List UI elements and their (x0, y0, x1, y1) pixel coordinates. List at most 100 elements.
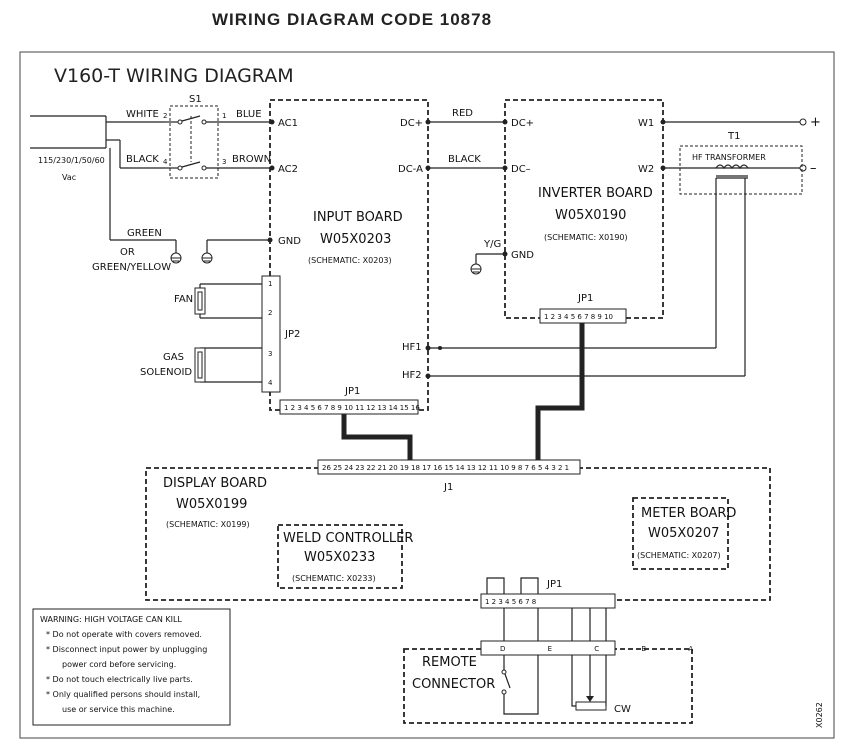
inverter-board-schematic: (SCHEMATIC: X0190) (544, 233, 628, 242)
input-hf1-label: HF1 (402, 342, 422, 353)
remote-wiring (501, 608, 607, 715)
wire-white-label: WHITE (126, 109, 159, 120)
input-board-schematic: (SCHEMATIC: X0203) (308, 256, 392, 265)
j1-label: J1 (443, 482, 453, 493)
jp2-pin-4: 4 (268, 379, 273, 387)
hf-transformer-box (679, 145, 803, 195)
gas-label: GAS (163, 352, 184, 363)
inverter-w1-label: W1 (638, 118, 654, 129)
ground-symbol (170, 252, 182, 264)
warning-line-3: power cord before servicing. (62, 660, 176, 669)
input-gnd-wire (201, 237, 273, 264)
warning-line-5: * Only qualified persons should install, (46, 690, 200, 699)
meter-board-name: METER BOARD (641, 506, 736, 521)
remote-pin-letters: D E C B A (500, 645, 713, 653)
switch-pin-3: 3 (222, 158, 226, 166)
switch-pin-1: 1 (222, 112, 226, 120)
wire-green-label: GREEN (127, 228, 162, 239)
supply-voltage: 115/230/1/50/60 (38, 156, 105, 165)
meter-board-schematic: (SCHEMATIC: X0207) (637, 551, 721, 560)
input-jp1-label: JP1 (344, 386, 360, 397)
gas-solenoid-wiring (194, 347, 262, 383)
switch-pin-2: 2 (163, 112, 167, 120)
weld-controller-schematic: (SCHEMATIC: X0233) (292, 574, 376, 583)
switch-s1 (165, 105, 270, 179)
inverter-jp1-label: JP1 (577, 293, 593, 304)
transformer-t1-label: T1 (727, 131, 740, 142)
output-minus: – (810, 161, 817, 176)
input-ac1-label: AC1 (278, 118, 298, 129)
input-dcp-label: DC+ (400, 118, 423, 129)
fan-wiring (194, 283, 262, 319)
hf-wires (425, 345, 745, 379)
inverter-board-code: W05X0190 (555, 208, 626, 223)
wire-black2-label: BLACK (448, 154, 481, 165)
weld-controller-code: W05X0233 (304, 550, 375, 565)
input-jp1-pins: 1 2 3 4 5 6 7 8 9 10 11 12 13 14 15 16 (284, 404, 420, 412)
warning-line-1: * Do not operate with covers removed. (46, 630, 202, 639)
wire-yg-label: Y/G (483, 239, 501, 250)
weld-controller-name: WELD CONTROLLER (283, 531, 413, 546)
output-wires (660, 118, 807, 172)
meter-board-code: W05X0207 (648, 526, 719, 541)
jp2-connector (261, 275, 281, 393)
inverter-dcm-label: DC– (511, 164, 531, 175)
input-hf2-label: HF2 (402, 370, 422, 381)
wire-brown-label: BROWN (232, 154, 271, 165)
remote-pin-block (480, 640, 616, 656)
wire-red-label: RED (452, 108, 473, 119)
inverter-w2-label: W2 (638, 164, 654, 175)
output-plus: + (810, 115, 821, 130)
inverter-jp1-pins: 1 2 3 4 5 6 7 8 9 10 (544, 313, 613, 321)
solenoid-label: SOLENOID (140, 367, 192, 378)
warning-box (32, 608, 231, 726)
bottom-jp1-pins: 1 2 3 4 5 6 7 8 (485, 598, 536, 606)
meter-board (632, 497, 729, 570)
wire-green-yellow-label: GREEN/YELLOW (92, 262, 171, 273)
remote-line2: CONNECTOR (412, 677, 495, 692)
input-board-code: W05X0203 (320, 232, 391, 247)
wire-blue-label: BLUE (236, 109, 262, 120)
warning-line-2: * Disconnect input power by unplugging (46, 645, 207, 654)
ribbon-cables (341, 323, 585, 460)
jp2-pin-2: 2 (268, 309, 272, 317)
transformer-coil (715, 164, 749, 376)
page-title: WIRING DIAGRAM CODE 10878 (212, 10, 492, 29)
input-dca-label: DC-A (398, 164, 423, 175)
inverter-board-name: INVERTER BOARD (538, 186, 653, 201)
ac1-terminal (269, 119, 275, 125)
inverter-board (504, 99, 664, 319)
jp2-pin-1: 1 (268, 280, 272, 288)
ac2-terminal (269, 165, 275, 171)
fan-label: FAN (174, 294, 193, 305)
warning-title: WARNING: HIGH VOLTAGE CAN KILL (40, 615, 182, 624)
display-board-schematic: (SCHEMATIC: X0199) (166, 520, 250, 529)
inverter-gnd-label: GND (511, 250, 534, 261)
supply-unit: Vac (62, 173, 76, 182)
input-ac2-label: AC2 (278, 164, 298, 175)
input-board (269, 99, 429, 411)
display-board-code: W05X0199 (176, 497, 247, 512)
remote-line1: REMOTE (422, 655, 477, 670)
switch-label: S1 (189, 94, 202, 105)
bottom-jp1-label: JP1 (546, 579, 562, 590)
diagram-frame (19, 51, 835, 739)
j1-pins: 26 25 24 23 22 21 20 19 18 17 16 15 14 1… (322, 464, 569, 472)
j1-connector (317, 459, 581, 475)
hf-transformer-label: HF TRANSFORMER (692, 153, 766, 162)
display-board-name: DISPLAY BOARD (163, 476, 267, 491)
input-jp1-connector (279, 399, 419, 415)
wire-or-label: OR (120, 247, 135, 258)
diagram-title: V160-T WIRING DIAGRAM (54, 65, 294, 87)
switch-pin-4: 4 (163, 158, 168, 166)
jp2-label: JP2 (284, 329, 300, 340)
bottom-jp1-connector (480, 593, 616, 609)
inverter-gnd-wire (470, 251, 508, 275)
input-board-name: INPUT BOARD (313, 210, 403, 225)
input-gnd-label: GND (278, 236, 301, 247)
wire-black-label: BLACK (126, 154, 159, 165)
warning-line-6: use or service this machine. (62, 705, 175, 714)
bottom-jp1-jumpers (486, 577, 539, 594)
drawing-code: X0262 (815, 702, 824, 728)
